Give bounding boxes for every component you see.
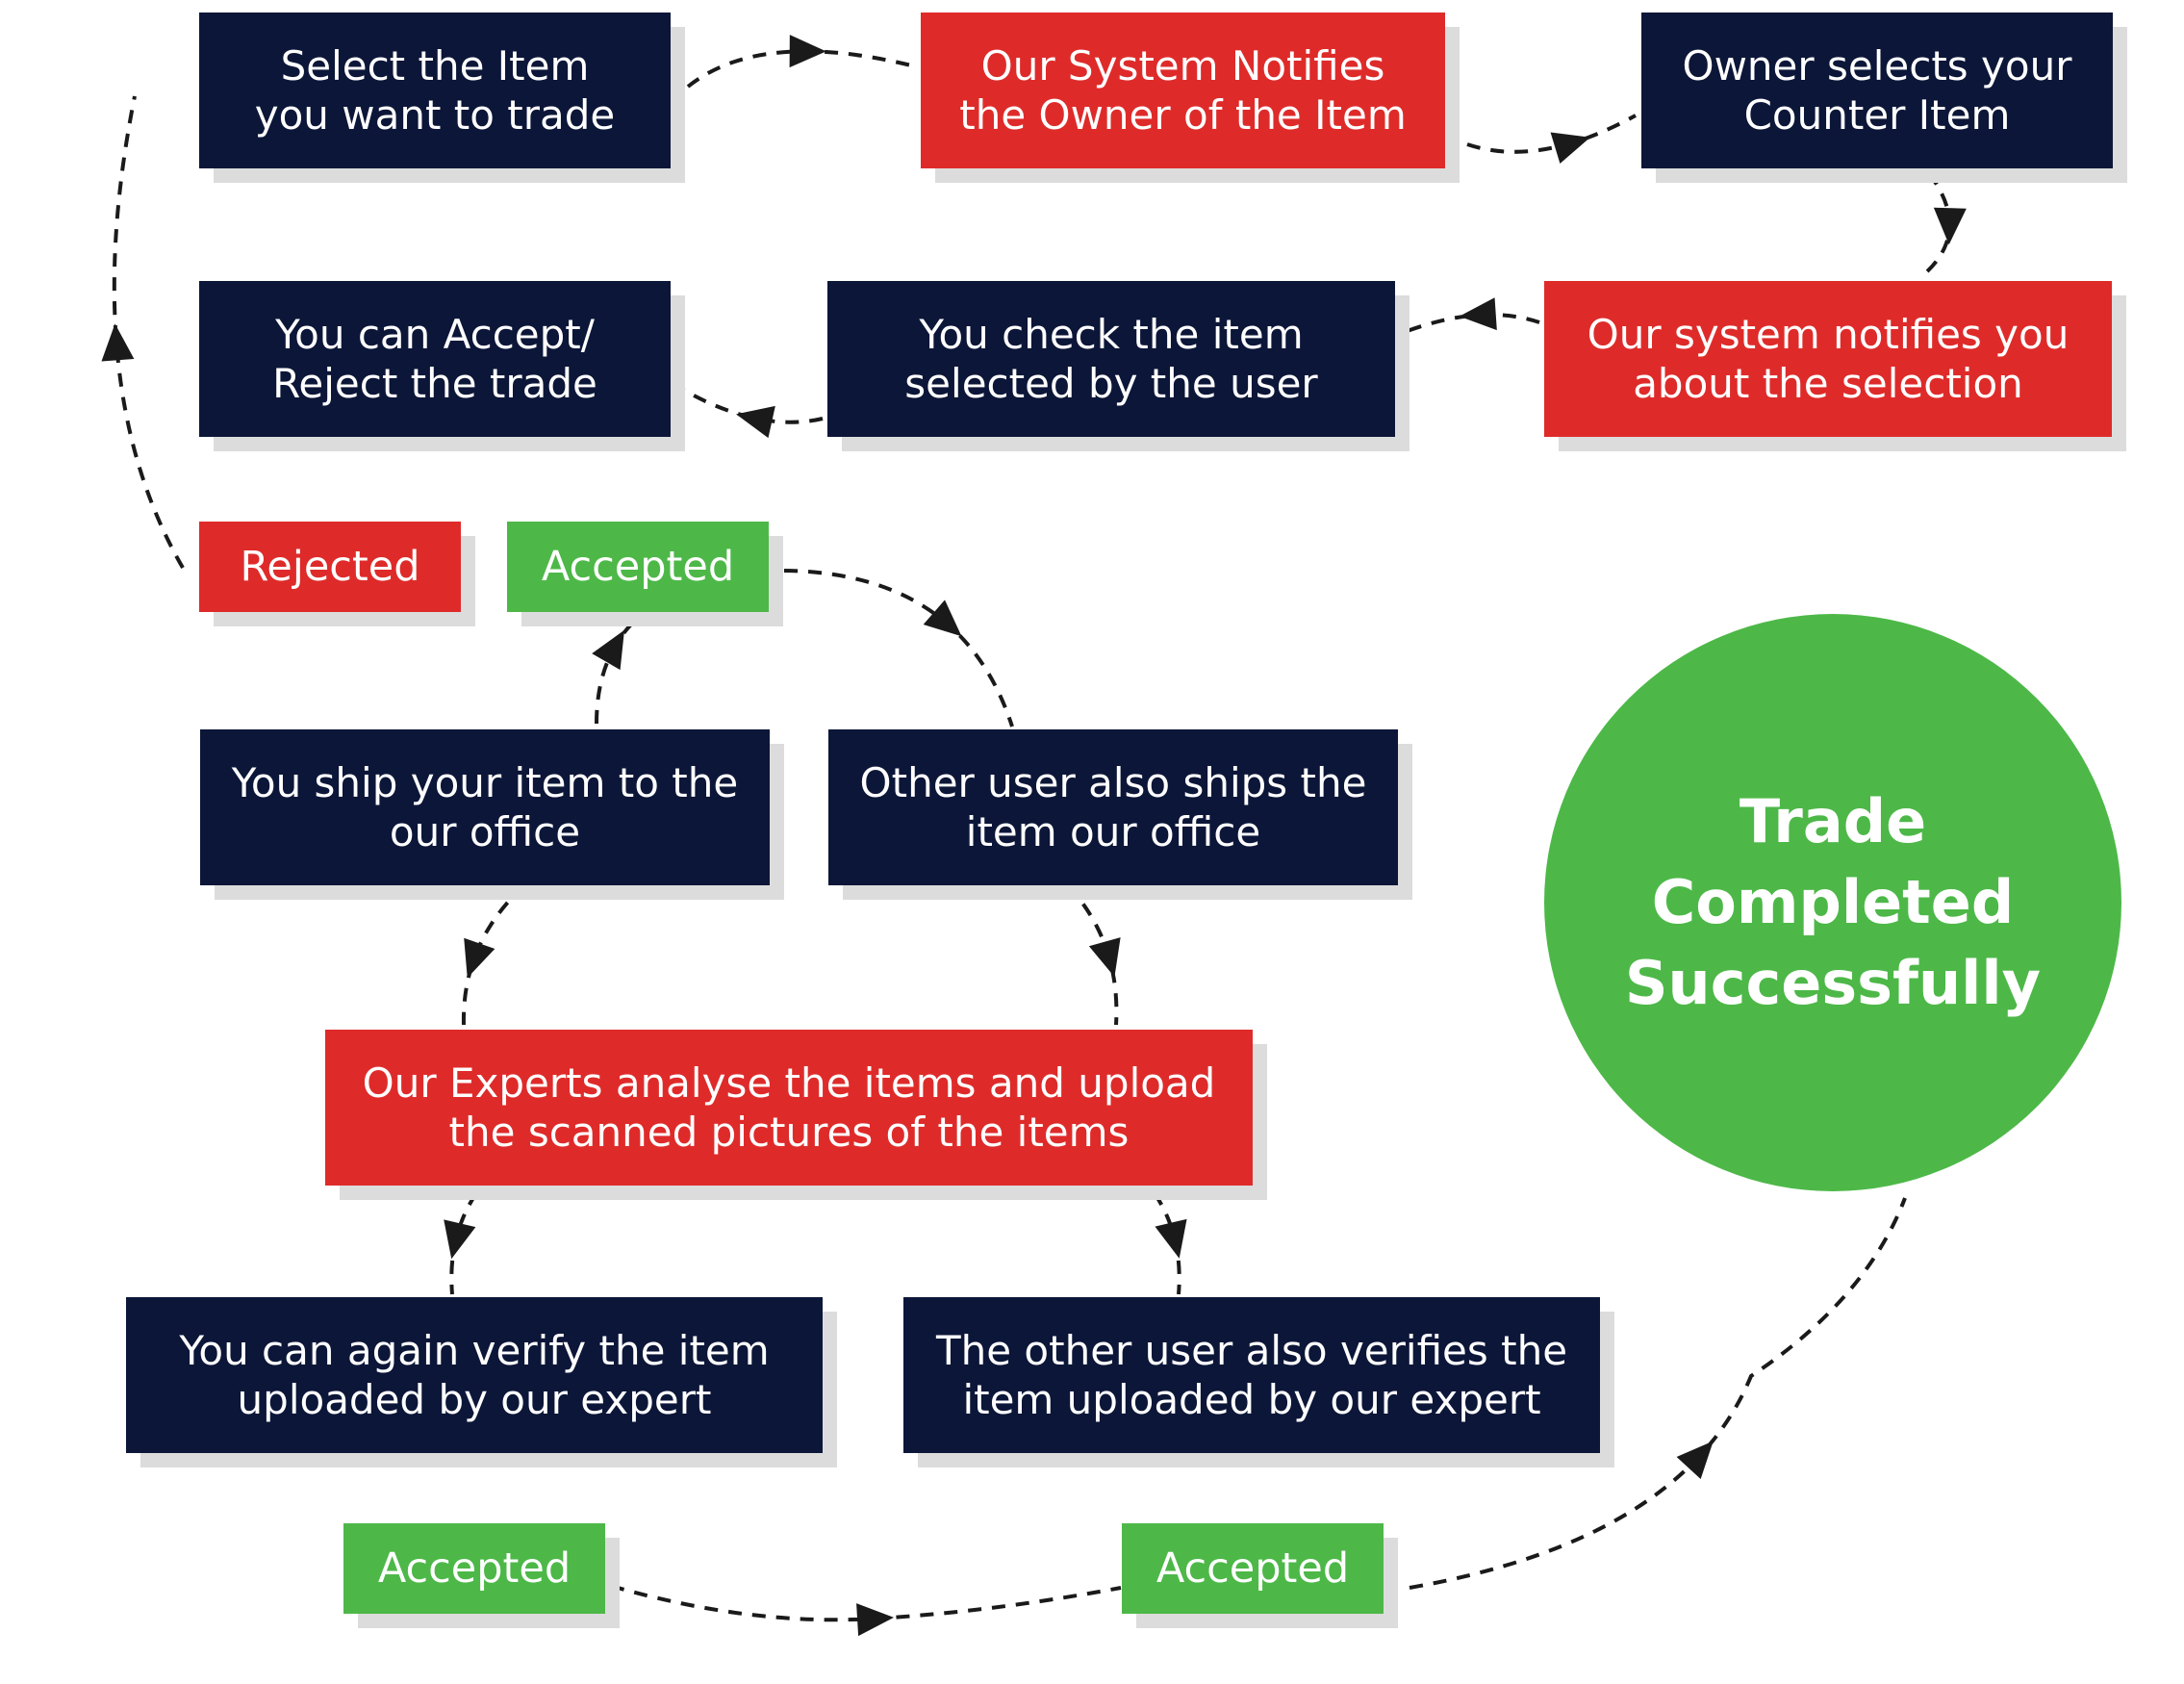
- step-system-notifies-owner: Our System Notifies the Owner of the Ite…: [921, 13, 1445, 168]
- connector-notify-to-owner: [1466, 114, 1637, 164]
- arrowhead-shipyou-to-experts: [464, 937, 495, 979]
- connector-experts-to-youverify: [444, 1191, 478, 1295]
- arrowhead-check-to-acceptreject: [736, 405, 775, 439]
- step-other-ships: Other user also ships the item our offic…: [828, 729, 1398, 885]
- arrowhead-experts-to-otherverify: [1155, 1218, 1187, 1259]
- connector-check-to-acceptreject: [682, 388, 824, 439]
- step-select-item: Select the Item you want to trade: [199, 13, 671, 168]
- arrowhead-shipyou-to-accepted: [592, 629, 624, 671]
- connector-experts-to-otherverify: [1153, 1191, 1187, 1295]
- accepted-tag-other: Accepted: [1122, 1523, 1384, 1614]
- arrowhead-notify-to-owner: [1550, 132, 1590, 164]
- step-system-notifies-selection: Our system notifies you about the select…: [1544, 281, 2112, 437]
- arrowhead-owner-to-selection: [1933, 207, 1967, 245]
- arrowhead-selection-to-check: [1459, 297, 1497, 331]
- arrowhead-select-to-notify: [789, 35, 826, 68]
- step-check-item: You check the item selected by the user: [827, 281, 1395, 437]
- step-other-verifies: The other user also verifies the item up…: [903, 1297, 1600, 1453]
- step-you-ship: You ship your item to the our office: [200, 729, 770, 885]
- trade-completed-circle: Trade Completed Successfully: [1544, 614, 2121, 1191]
- connector-owner-to-selection: [1922, 171, 1967, 276]
- arrowhead-accepted-to-othership: [923, 600, 962, 637]
- arrowhead-othership-to-experts: [1088, 937, 1121, 978]
- connector-accepted-to-othership: [783, 569, 1014, 727]
- connector-accepted-to-accepted: [610, 1584, 1122, 1637]
- connector-selection-to-check: [1404, 297, 1540, 334]
- accepted-tag-trade: Accepted: [507, 522, 769, 612]
- arrowhead-accepted-to-accepted: [856, 1603, 895, 1637]
- accepted-tag-you: Accepted: [343, 1523, 605, 1614]
- arrowhead-accepted-to-complete: [1676, 1441, 1714, 1480]
- step-you-verify: You can again verify the item uploaded b…: [126, 1297, 823, 1453]
- connector-select-to-notify: [686, 35, 912, 89]
- step-experts-analyse: Our Experts analyse the items and upload…: [325, 1030, 1253, 1186]
- connector-othership-to-experts: [1066, 883, 1121, 1026]
- connector-shipyou-to-experts: [461, 883, 526, 1026]
- connector-shipyou-to-accepted: [592, 614, 642, 725]
- rejected-tag: Rejected: [199, 522, 461, 612]
- arrowhead-rejected-to-select: [101, 323, 135, 362]
- step-accept-reject: You can Accept/ Reject the trade: [199, 281, 671, 437]
- connector-accepted-to-complete: [1409, 1197, 1907, 1590]
- arrowhead-experts-to-youverify: [444, 1219, 476, 1260]
- connector-rejected-to-select: [101, 95, 185, 570]
- step-owner-selects-counter: Owner selects your Counter Item: [1641, 13, 2113, 168]
